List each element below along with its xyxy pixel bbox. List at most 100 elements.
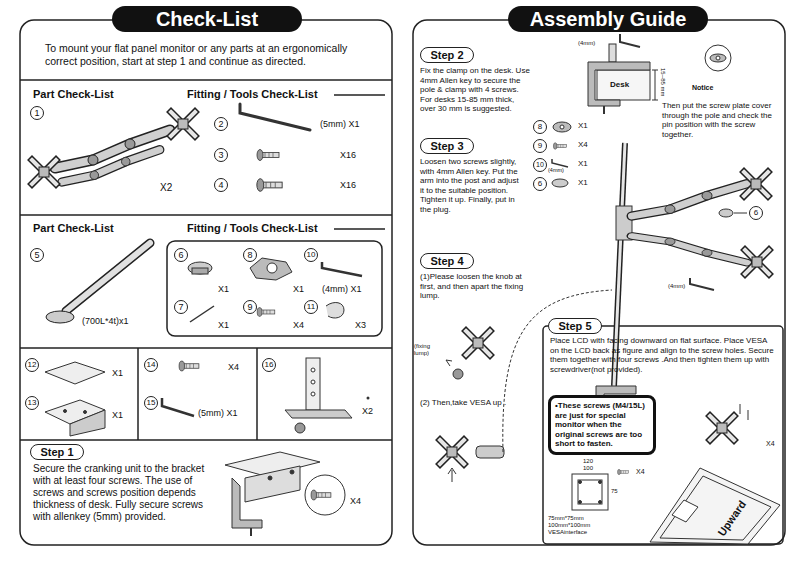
panel-frame xyxy=(20,79,392,81)
callout-number: 15 xyxy=(144,396,158,410)
bracket-parts xyxy=(64,410,67,413)
note-text: Then put the screw plate cover through t… xyxy=(662,101,780,139)
step3-fittings xyxy=(552,159,568,167)
step4-vesa xyxy=(453,369,463,379)
panel-frame xyxy=(334,94,385,96)
step1-clamp xyxy=(225,452,345,536)
step5-vesa xyxy=(599,481,602,484)
fitting-icons xyxy=(257,308,275,317)
fitting-icons xyxy=(188,262,212,274)
note-text: To mount your flat panel monitor or any … xyxy=(45,42,380,67)
fitting-icons xyxy=(192,268,208,274)
step1-clamp xyxy=(250,528,252,536)
step5-vesa xyxy=(650,468,780,544)
step2-clamp xyxy=(705,45,731,71)
step2-clamp xyxy=(620,34,640,47)
note-text: X4 xyxy=(766,440,775,448)
step-label: Step 4 xyxy=(420,253,474,269)
note-text: 75 xyxy=(611,488,618,495)
bracket-parts xyxy=(84,411,87,414)
allen-key xyxy=(240,104,310,130)
section-heading: Part Check-List xyxy=(33,222,114,235)
callout-number: 10 xyxy=(533,158,547,172)
title-banner: Check-List xyxy=(112,6,302,32)
pole-part xyxy=(66,243,150,311)
note-text: X4 xyxy=(578,140,588,150)
note-text: (1)Please loosen the knob at first, and … xyxy=(420,272,530,301)
note-text: X16 xyxy=(340,180,356,191)
step1-clamp xyxy=(268,476,272,480)
callout-number: 6 xyxy=(749,206,763,220)
callout-number: 9 xyxy=(533,139,547,153)
screw-part xyxy=(257,150,279,161)
monitor-arm-part xyxy=(32,112,195,184)
step5-vesa xyxy=(618,469,629,475)
step5-vesa xyxy=(579,481,582,484)
note-text: Place LCD with facing downward on flat s… xyxy=(550,336,778,374)
step3-fittings xyxy=(552,179,568,187)
panel-frame xyxy=(20,214,392,216)
assembled-arm xyxy=(632,236,747,263)
fitting-icons xyxy=(190,306,214,322)
note-text: (fixing lump) xyxy=(414,343,444,357)
step1-clamp xyxy=(311,490,331,500)
callout-number: 12 xyxy=(25,358,39,372)
assembled-arm xyxy=(744,172,768,196)
callout-number: 3 xyxy=(214,148,228,162)
pole-part xyxy=(46,243,150,323)
step5-vesa xyxy=(748,410,749,420)
note-text: X1 xyxy=(578,121,588,131)
note-text: X4 xyxy=(350,496,361,507)
callout-number: 9 xyxy=(243,300,257,314)
callout-number: 16 xyxy=(262,358,276,372)
step2-clamp xyxy=(588,62,650,106)
step5-vesa xyxy=(660,476,771,540)
callout-number: 1 xyxy=(30,106,44,120)
node-title: Step 3 xyxy=(429,139,465,153)
bracket-parts xyxy=(295,423,305,433)
panel-frame xyxy=(543,326,783,544)
bracket-parts xyxy=(311,392,315,396)
step5-vesa xyxy=(710,416,734,440)
bracket-parts xyxy=(179,361,199,371)
bracket-parts xyxy=(70,410,105,436)
step2-clamp xyxy=(710,54,726,62)
step5-vesa xyxy=(599,501,602,504)
pole-part xyxy=(66,243,150,311)
allen-key xyxy=(240,104,368,398)
step-label: Step 2 xyxy=(420,47,474,63)
note-text: X4 xyxy=(293,320,304,331)
section-heading: Desk xyxy=(610,80,629,90)
dimension-label: 15~85 mm xyxy=(659,68,666,97)
note-text: (4mm) xyxy=(668,283,685,290)
dimension-label: 100 xyxy=(583,465,593,471)
note-text: Fix the clamp on the desk. Use 4mm Allen… xyxy=(420,66,530,114)
step3-fittings xyxy=(553,122,571,132)
callout-number: 8 xyxy=(533,120,547,134)
callout-number: 14 xyxy=(144,358,158,372)
section-heading: Notice xyxy=(692,84,713,92)
step2-clamp xyxy=(652,100,658,101)
node-title: Assembly Guide xyxy=(508,6,708,32)
note-text: (4mm) X1 xyxy=(322,284,362,295)
step-label: Step 5 xyxy=(548,318,602,334)
callout-number: 7 xyxy=(174,300,188,314)
bracket-parts xyxy=(285,410,352,418)
note-text: Loosen two screws slightly, with 4mm All… xyxy=(420,157,520,215)
section-heading: Fitting / Tools Check-List xyxy=(187,222,318,235)
assembled-arm xyxy=(596,143,769,416)
note-text: (4mm) xyxy=(548,167,564,174)
step4-vesa xyxy=(466,331,490,355)
fitting-icons xyxy=(267,263,277,273)
step1-clamp xyxy=(245,466,300,502)
callout-number: 11 xyxy=(304,300,318,314)
callout-number: 2 xyxy=(214,117,228,131)
dimension-label: 120 xyxy=(583,458,593,464)
assembled-arm xyxy=(632,184,747,216)
step1-clamp xyxy=(290,470,294,474)
callout-number: 4 xyxy=(214,178,228,192)
note-text: (2) Then,take VESA up . xyxy=(420,398,506,408)
node-title: Step 1 xyxy=(39,445,75,459)
panel-frame xyxy=(20,347,392,349)
note-text: X3 xyxy=(355,320,366,331)
